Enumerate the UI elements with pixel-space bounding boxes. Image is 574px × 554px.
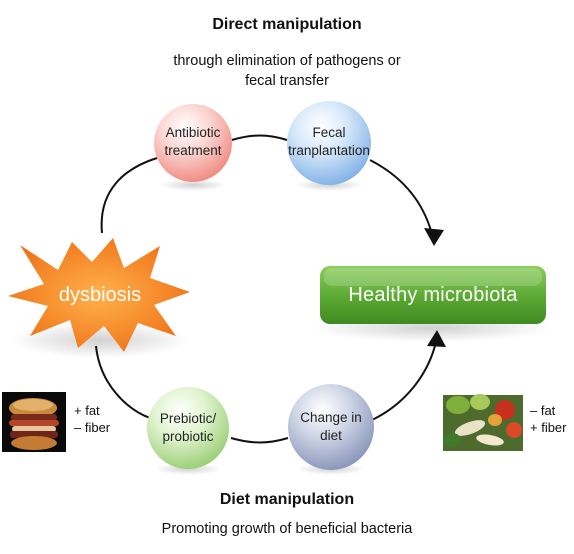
right-diet-note: – fat + fiber <box>530 402 567 436</box>
right-diet-line1: – fat <box>530 403 556 418</box>
vegetables-photo <box>443 394 523 451</box>
arc-top <box>231 134 288 141</box>
antibiotic-treatment-label: Antibiotic treatment <box>150 120 236 164</box>
left-diet-note: + fat – fiber <box>74 402 110 436</box>
arc-right-top <box>369 159 434 239</box>
direct-manipulation-subtitle-line2: fecal transfer <box>245 73 329 89</box>
prebiotic-circle <box>147 387 229 469</box>
burger-photo <box>2 392 66 452</box>
change-diet-circle <box>288 384 374 470</box>
diet-manipulation-subtitle: Promoting growth of beneficial bacteria <box>161 521 413 537</box>
arc-right-bottom <box>371 341 437 421</box>
fecal-transplantation-label: Fecal tranplantation <box>280 120 378 164</box>
fecal-circle <box>287 101 371 185</box>
left-diet-line2: – fiber <box>74 420 111 435</box>
arrowhead-to-healthy-top <box>424 228 444 246</box>
fecal-line1: Fecal <box>312 125 346 140</box>
arc-left-top <box>100 157 158 234</box>
direct-manipulation-subtitle: through elimination of pathogens or feca… <box>0 51 574 91</box>
healthy-microbiota-label: Healthy microbiota <box>348 283 518 306</box>
arc-bottom <box>230 437 289 444</box>
prebiotic-line2: probiotic <box>162 429 214 444</box>
prebiotic-probiotic-label: Prebiotic/ probiotic <box>146 406 230 450</box>
dysbiosis-label: dysbiosis <box>58 283 142 306</box>
change-diet-line2: diet <box>320 428 342 443</box>
antibiotic-circle <box>154 104 232 182</box>
change-in-diet-label: Change in diet <box>288 405 374 449</box>
diet-manipulation-title: Diet manipulation <box>219 491 355 508</box>
dysbiosis-starburst <box>8 238 190 352</box>
antibiotic-line2: treatment <box>164 143 222 158</box>
fecal-line2: tranplantation <box>288 143 370 158</box>
antibiotic-line1: Antibiotic <box>165 125 221 140</box>
healthy-microbiota-box <box>320 266 546 324</box>
direct-manipulation-title: Direct manipulation <box>212 16 362 33</box>
right-diet-line2: + fiber <box>530 420 567 435</box>
left-diet-line1: + fat <box>74 403 100 418</box>
direct-manipulation-subtitle-line1: through elimination of pathogens or <box>173 53 401 69</box>
change-diet-line1: Change in <box>300 410 362 425</box>
prebiotic-line1: Prebiotic/ <box>159 411 217 426</box>
